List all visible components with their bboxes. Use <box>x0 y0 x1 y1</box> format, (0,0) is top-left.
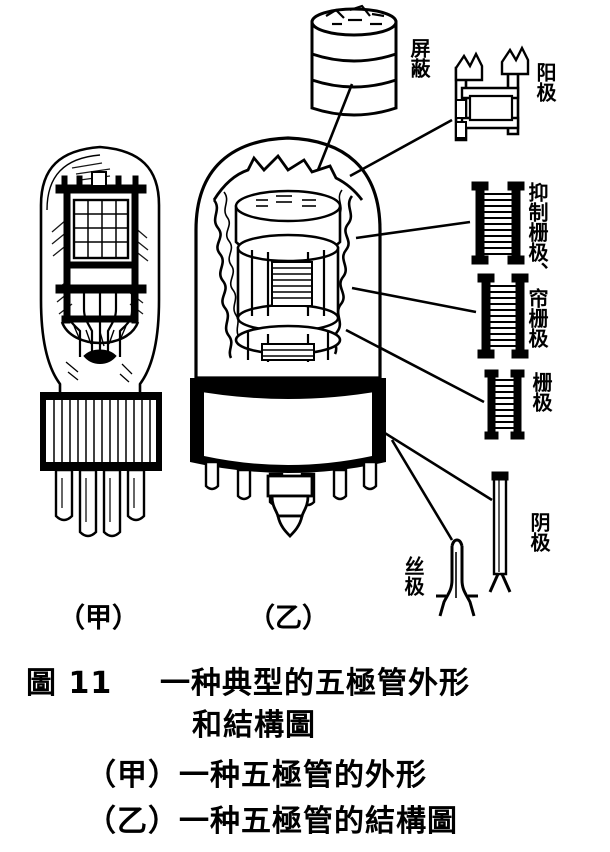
label-filament: 丝极 <box>401 556 425 596</box>
figure-number: 圖 11 <box>26 666 113 701</box>
label-screen-grid: 帘栅极 <box>525 288 549 348</box>
component-cathode <box>488 471 512 593</box>
figure-caption-line-b: （乙）一种五極管的結構圖 <box>86 804 458 839</box>
component-filament <box>436 538 478 617</box>
label-anode: 阳极 <box>533 62 557 102</box>
figure-title-line2: 和結構圖 <box>192 708 316 743</box>
tube-cutaway-drawing <box>194 136 382 429</box>
tube-exterior-internals <box>55 171 147 383</box>
leader-lines <box>316 83 493 541</box>
figure-caption-line-a: （甲）一种五極管的外形 <box>86 758 427 793</box>
component-shield <box>310 4 398 117</box>
panel-tag-right: （乙） <box>248 603 329 634</box>
component-anode <box>454 45 530 142</box>
tube-cutaway-base <box>190 378 386 538</box>
label-suppressor-grid: 抑制栅极、 <box>525 182 549 282</box>
tube-exterior-base <box>40 392 162 538</box>
label-control-grid: 栅极 <box>529 372 553 412</box>
panel-tag-left: （甲） <box>58 603 139 634</box>
figure-title-line1: 一种典型的五極管外形 <box>160 666 470 701</box>
component-control-grid <box>484 369 525 440</box>
label-cathode: 阴极 <box>527 512 551 552</box>
component-suppressor-grid <box>471 181 525 265</box>
component-screen-grid <box>477 273 529 359</box>
label-shield: 屏蔽 <box>407 38 431 78</box>
tube-exterior-drawing <box>39 145 161 397</box>
